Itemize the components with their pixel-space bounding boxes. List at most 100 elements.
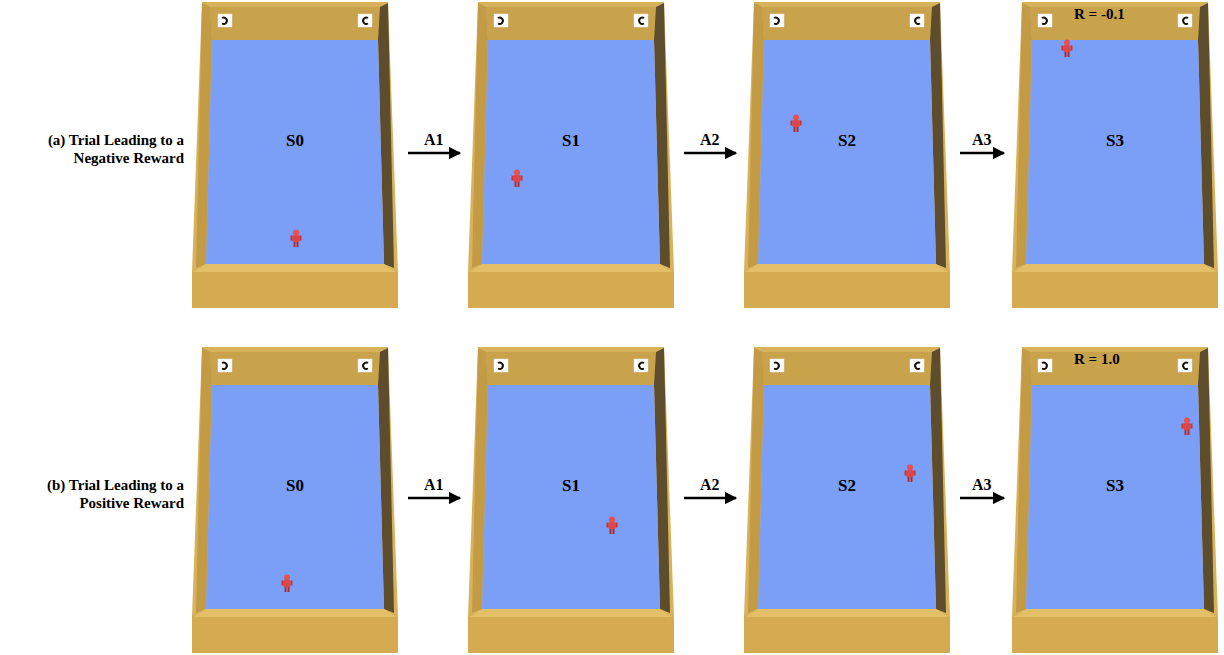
front-wall-top [1014,609,1216,617]
action-arrow [408,497,460,500]
sign-symbol [222,18,227,24]
sign-symbol [915,18,920,24]
robot-body [293,235,300,242]
wall-sign [218,14,232,27]
action-label: A1 [424,131,444,149]
state-label: S0 [286,477,304,496]
row-label: (b) Trial Leading to a Positive Reward [4,476,184,512]
sign-board [770,359,784,372]
back-wall [486,7,656,40]
front-wall [1012,617,1218,653]
row-label: (a) Trial Leading to a Negative Reward [4,131,184,167]
action-label: A3 [972,131,992,149]
action-label: A3 [972,476,992,494]
robot-arm [512,176,514,181]
action-arrow [408,152,460,155]
room-node: S1 [468,2,674,308]
room-walls [1012,347,1218,653]
floor [482,385,660,609]
back-wall [1030,352,1200,385]
room-node: S3 R = -0.1 [1012,2,1218,308]
wall-sign [494,14,508,27]
wall-sign [1038,359,1052,372]
robot-head [609,517,615,523]
floor [1026,40,1204,264]
front-wall [468,272,674,308]
room-illustration [1012,2,1218,308]
front-wall-top [1014,264,1216,272]
back-wall [762,7,932,40]
wall-sign [1178,14,1192,27]
robot-head [793,115,799,121]
state-label: S3 [1106,132,1124,151]
robot-arm [914,471,916,476]
sign-board [1178,14,1192,27]
robot-body [1064,45,1071,52]
wall-sign [634,359,648,372]
sign-symbol [222,363,227,369]
sign-symbol [774,18,779,24]
robot [512,170,523,188]
room-illustration [744,347,950,653]
robot-arm [1071,46,1073,51]
wall-sign [770,359,784,372]
state-label: S3 [1106,477,1124,496]
action-label: A1 [424,476,444,494]
robot-head [284,575,290,581]
sign-board [494,359,508,372]
sign-board [218,359,232,372]
back-wall [1030,7,1200,40]
robot-arm [616,523,618,528]
robot-arm [800,121,802,126]
back-wall [762,352,932,385]
robot-body [609,522,616,529]
wall-sign [1178,359,1192,372]
room-node: S1 [468,347,674,653]
room-node: S0 [192,2,398,308]
front-wall-top [746,609,948,617]
floor [758,40,936,264]
front-wall [1012,272,1218,308]
front-wall [192,617,398,653]
wall-sign [358,359,372,372]
room-walls [468,2,674,308]
sign-symbol [363,363,368,369]
front-wall-top [194,264,396,272]
wall-sign [634,14,648,27]
room-illustration [468,2,674,308]
sign-symbol [1042,18,1047,24]
sign-board [910,359,924,372]
front-wall [744,272,950,308]
sign-board [1178,359,1192,372]
room-node: S0 [192,347,398,653]
wall-sign [910,14,924,27]
state-label: S1 [562,132,580,151]
room-illustration [468,347,674,653]
room-walls [192,2,398,308]
sign-board [218,14,232,27]
floor [482,40,660,264]
robot-arm [1182,424,1184,429]
robot-arm [905,471,907,476]
robot [1182,418,1193,436]
wall-sign [358,14,372,27]
wall-sign [910,359,924,372]
action-arrow [960,152,1004,155]
floor [758,385,936,609]
reward-label: R = 1.0 [1074,351,1120,368]
state-label: S2 [838,477,856,496]
sign-symbol [639,363,644,369]
sign-symbol [498,18,503,24]
front-wall-top [194,609,396,617]
robot-head [293,230,299,236]
reward-label: R = -0.1 [1074,6,1125,23]
sign-board [910,14,924,27]
state-label: S0 [286,132,304,151]
robot-arm [1062,46,1064,51]
sign-symbol [363,18,368,24]
front-wall [192,272,398,308]
front-wall [468,617,674,653]
state-label: S2 [838,132,856,151]
action-label: A2 [700,476,720,494]
